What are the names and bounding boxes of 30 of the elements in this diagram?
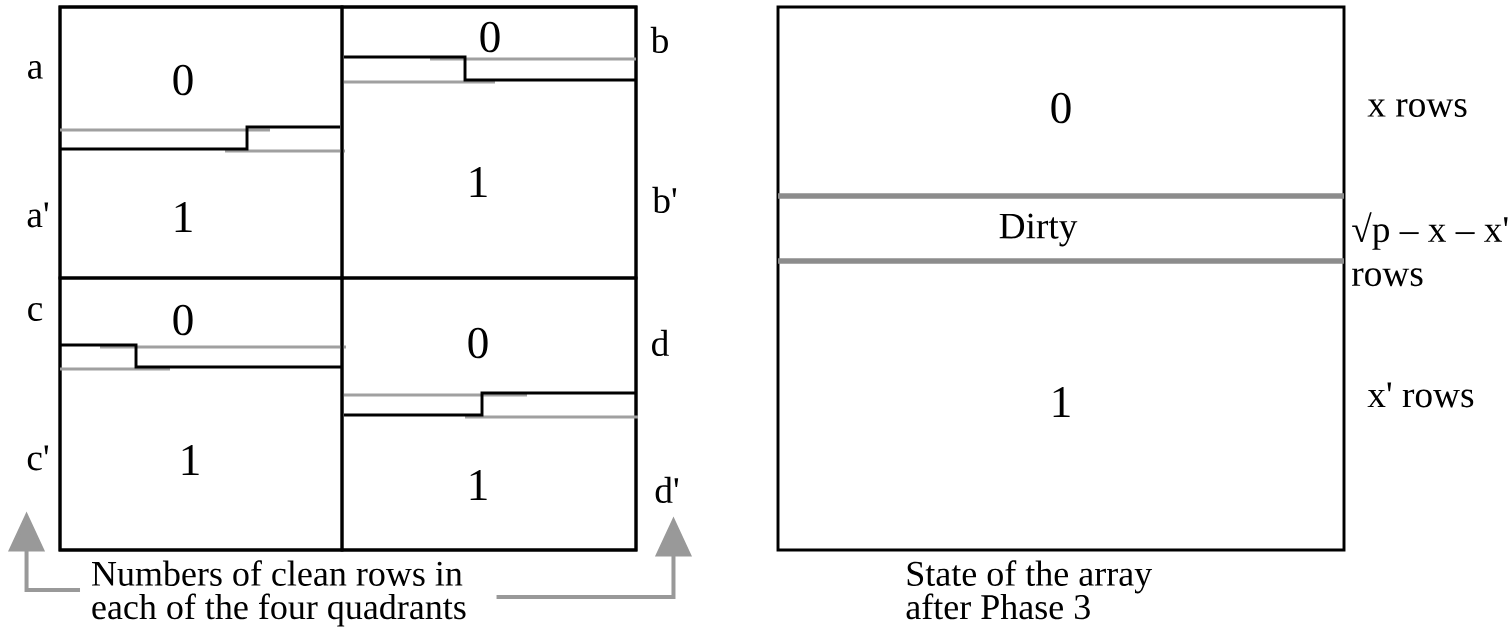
side-label: x' rows xyxy=(1367,382,1474,408)
digit: 1 xyxy=(175,202,192,232)
band-label: Dirty xyxy=(999,213,1078,247)
digit: 1 xyxy=(1053,387,1070,417)
side-label: d' xyxy=(655,476,679,504)
caption: Numbers of clean rows in each of the four quadrants xyxy=(92,560,466,627)
side-label: x rows xyxy=(1367,99,1467,117)
side-label: c xyxy=(28,303,43,321)
quadrant-box xyxy=(340,276,638,552)
caption: State of the array after Phase 3 xyxy=(906,560,1153,620)
array-box xyxy=(776,5,1346,552)
digit: 1 xyxy=(470,470,487,500)
digit: 0 xyxy=(468,327,488,359)
digit: 0 xyxy=(173,304,193,336)
digit: 1 xyxy=(470,167,487,197)
side-label: a xyxy=(28,61,43,79)
quadrant-box xyxy=(58,5,345,280)
side-label: √p – x – x' rows xyxy=(1352,212,1508,287)
side-label: a' xyxy=(27,202,49,228)
digit: 0 xyxy=(1051,92,1071,124)
digit: 0 xyxy=(480,21,500,53)
quadrant-box xyxy=(58,276,346,552)
side-label: d xyxy=(652,329,669,357)
side-label: c' xyxy=(27,445,49,471)
quadrant-box xyxy=(340,5,638,280)
side-label: b xyxy=(650,26,668,54)
side-label: b' xyxy=(652,186,677,214)
band xyxy=(778,193,1344,264)
digit: 1 xyxy=(182,445,199,475)
digit: 0 xyxy=(173,64,193,96)
